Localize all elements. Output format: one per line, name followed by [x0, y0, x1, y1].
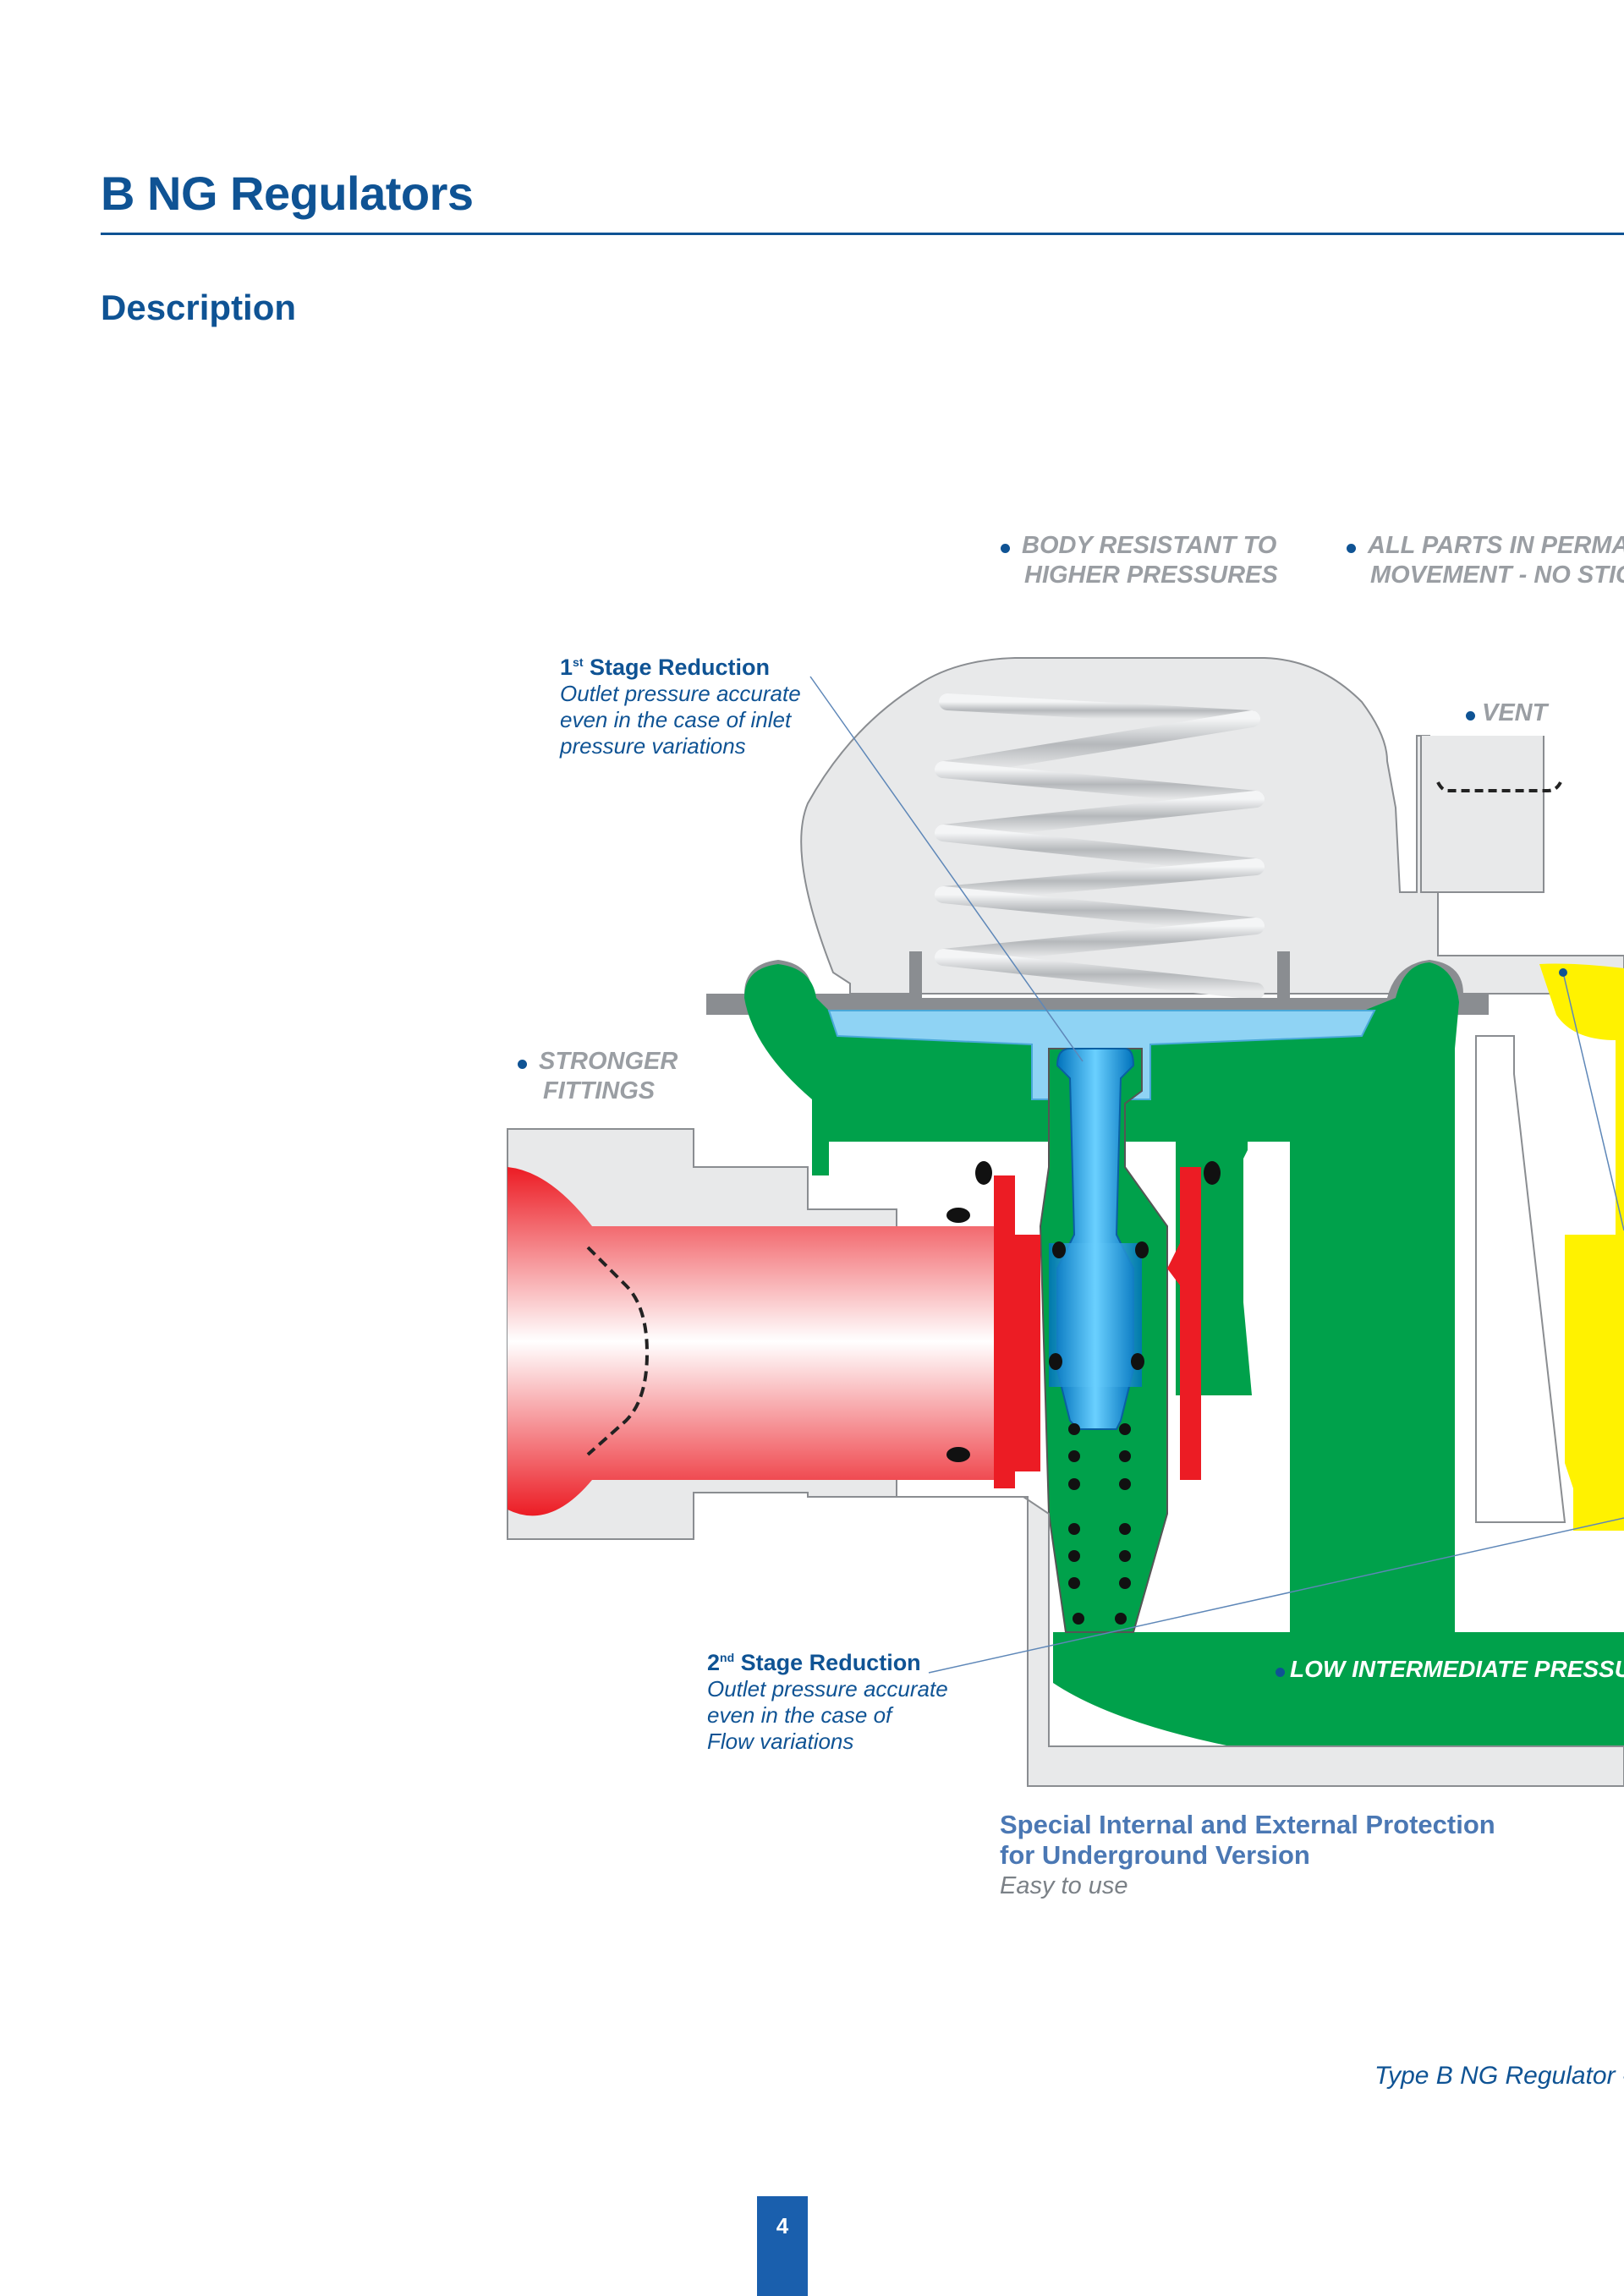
bullet-icon — [518, 1060, 527, 1069]
bullet-icon — [1001, 544, 1010, 553]
figure-caption: Type B NG Regulator - M — [1374, 2062, 1624, 2090]
seat-right — [1167, 1167, 1201, 1480]
bullet-icon — [1347, 544, 1356, 553]
base-housing — [892, 1496, 1624, 1787]
label-all-parts: ALL PARTS IN PERMANENT MOVEMENT - NO STI… — [1347, 531, 1624, 590]
label-body-resistant: BODY RESISTANT TO HIGHER PRESSURES — [1001, 531, 1278, 590]
callout-second-stage: 2nd Stage Reduction Outlet pressure accu… — [707, 1645, 948, 1755]
inlet-pipe — [508, 1167, 998, 1516]
protection-note: Special Internal and External Protection… — [1000, 1810, 1495, 1899]
bullet-icon — [1466, 711, 1475, 721]
leader-second-stage — [928, 1517, 1624, 1674]
leader-all-parts — [1562, 972, 1624, 1231]
callout-first-stage: 1st Stage Reduction Outlet pressure accu… — [560, 649, 801, 759]
outlet-chamber — [1475, 1035, 1566, 1523]
page-title: B NG Regulators — [101, 167, 474, 220]
vent-membrane — [1436, 781, 1562, 792]
section-title: Description — [101, 288, 297, 327]
vent-tube — [1420, 736, 1544, 893]
bonnet-dome — [800, 657, 1624, 995]
callout-second-stage-title: 2nd Stage Reduction — [707, 1650, 921, 1675]
callout-first-stage-title: 1st Stage Reduction — [560, 655, 771, 680]
yellow-section — [1539, 963, 1624, 1531]
label-stronger-fittings: STRONGER FITTINGS — [518, 1047, 678, 1106]
label-low-intermediate-pressure: LOW INTERMEDIATE PRESSURE — [1276, 1655, 1624, 1684]
filter-screen — [586, 1246, 650, 1456]
label-vent: VENT — [1466, 699, 1547, 728]
leader-first-stage — [809, 676, 1084, 1062]
leader-all-parts-dot — [1559, 968, 1567, 977]
bullet-icon — [1276, 1668, 1285, 1677]
title-divider — [101, 233, 1624, 235]
spring — [935, 693, 1265, 1000]
diaphragm-plate — [706, 951, 1489, 1015]
pin-collar — [1049, 1243, 1142, 1387]
page-number: 4 — [757, 2196, 808, 2296]
seat-left — [994, 1175, 1040, 1488]
